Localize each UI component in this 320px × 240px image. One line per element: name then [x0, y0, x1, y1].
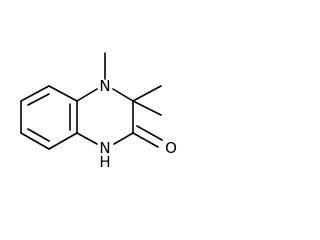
atom-h1: H	[99, 153, 110, 171]
benzene-ring	[20, 85, 78, 150]
methyl-bond-a	[132, 85, 162, 102]
bond-c4a-n4	[76, 88, 98, 102]
structure-diagram: N N H O	[20, 52, 177, 171]
atom-n4: N	[99, 77, 110, 95]
atom-n1: N	[99, 139, 110, 157]
bond-c6-c5	[48, 132, 78, 150]
bond-c7-c6	[20, 132, 50, 150]
atom-labels: N N H O	[99, 77, 177, 171]
heterocyclic-ring	[76, 88, 134, 145]
bond-c4a-c8a	[48, 85, 78, 102]
bond-c8a-c8	[20, 85, 50, 102]
substituents	[104, 52, 163, 148]
inner-double-bond-c8a-c8	[27, 93, 50, 106]
methyl-bond-b	[132, 100, 162, 116]
bond-c2-n1	[113, 132, 134, 145]
bond-n1-c8a	[76, 132, 98, 145]
carbonyl-bond-1	[132, 132, 159, 148]
atom-o: O	[165, 139, 177, 157]
bond-n4-c3	[112, 88, 134, 102]
carbonyl-bond-2	[136, 125, 163, 141]
inner-double-bond-c7-c6	[27, 128, 50, 142]
